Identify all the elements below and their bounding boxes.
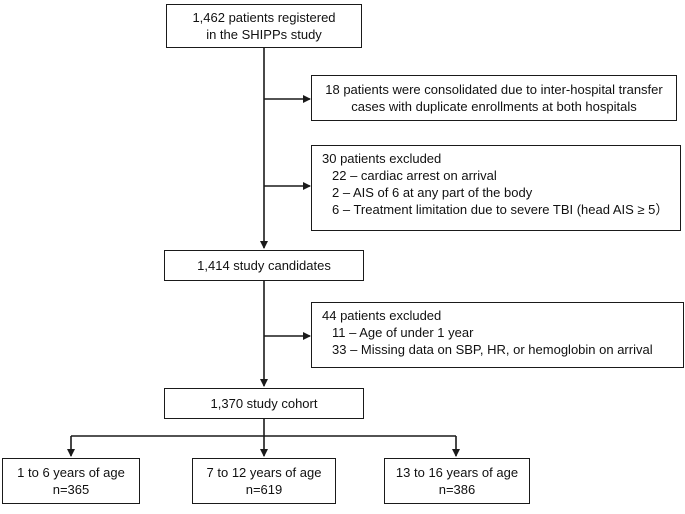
group-count: n=365 [52,482,90,497]
cohort-label: 1,370 study cohort [210,396,318,411]
exclusion1-box: 30 patients excluded 22 – cardiac arrest… [311,145,681,231]
registered-line2: in the SHIPPs study [206,27,322,42]
group-box-2: 7 to 12 years of age n=619 [192,458,336,504]
group-box-1: 1 to 6 years of age n=365 [2,458,140,504]
registered-line1: 1,462 patients registered [192,10,336,25]
group-count: n=386 [438,482,476,497]
group-label: 13 to 16 years of age [395,465,519,480]
exclusion2-item: 33 – Missing data on SBP, HR, or hemoglo… [332,342,653,357]
group-label: 1 to 6 years of age [17,465,125,480]
candidates-label: 1,414 study candidates [197,258,331,273]
group-label: 7 to 12 years of age [206,465,322,480]
cohort-box: 1,370 study cohort [164,388,364,419]
exclusion1-item: 2 – AIS of 6 at any part of the body [332,185,533,200]
exclusion1-heading: 30 patients excluded [322,151,442,166]
group-box-3: 13 to 16 years of age n=386 [384,458,530,504]
consolidated-box: 18 patients were consolidated due to int… [311,75,677,121]
exclusion2-heading: 44 patients excluded [322,308,442,323]
exclusion2-box: 44 patients excluded 11 – Age of under 1… [311,302,684,368]
exclusion1-item: 6 – Treatment limitation due to severe T… [332,202,669,217]
registered-box: 1,462 patients registered in the SHIPPs … [166,4,362,48]
consolidated-line1: 18 patients were consolidated due to int… [325,82,663,97]
candidates-box: 1,414 study candidates [164,250,364,281]
consolidated-line2: cases with duplicate enrollments at both… [351,99,637,114]
exclusion1-item: 22 – cardiac arrest on arrival [332,168,497,183]
group-count: n=619 [245,482,283,497]
exclusion2-item: 11 – Age of under 1 year [332,325,474,340]
